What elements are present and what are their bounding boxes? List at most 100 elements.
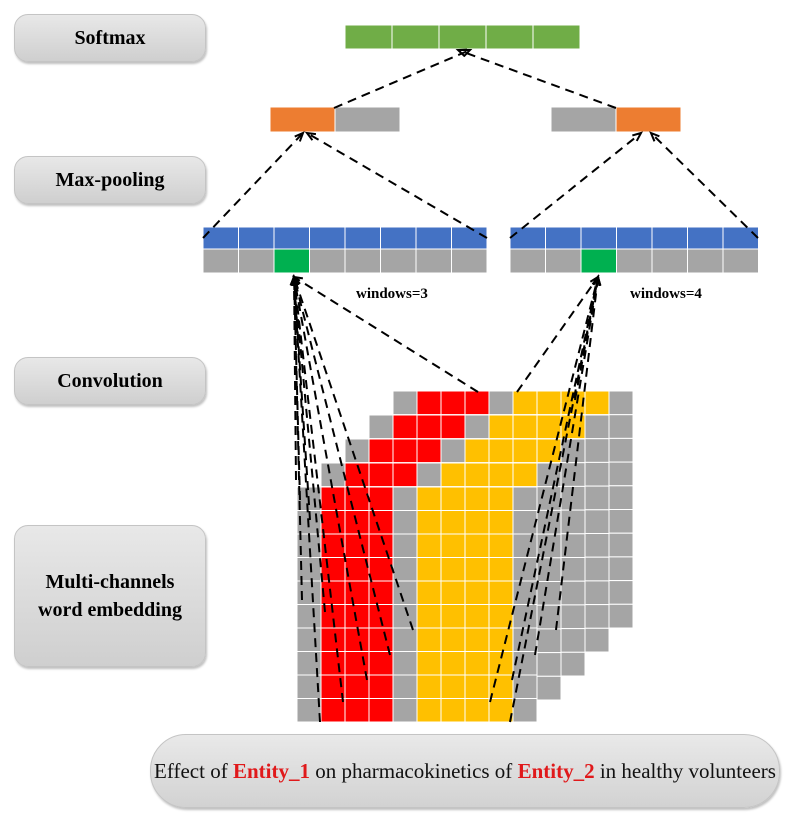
- embedding-cell: [512, 557, 538, 582]
- embedding-cell: [512, 533, 538, 558]
- embedding-cell: [584, 533, 610, 558]
- network-layers: [202, 24, 759, 274]
- embedding-cell: [584, 580, 610, 606]
- embedding-cell: [440, 604, 466, 629]
- embedding-cell: [464, 698, 490, 723]
- feature-map-3-bottom-cell: [344, 248, 381, 274]
- feature-map-4-bottom-cell: [687, 248, 724, 274]
- embedding-cell: [296, 698, 322, 723]
- arrow-connections: [202, 48, 759, 723]
- embedding-cell: [368, 486, 394, 511]
- arrow-map4-right-to-pool-head: [649, 131, 660, 142]
- softmax-cell: [344, 24, 393, 50]
- embedding-cell: [368, 698, 394, 723]
- embedding-cell: [560, 628, 586, 653]
- arrow-map4-left-to-pool: [509, 132, 642, 239]
- arrow-embedding-to-map3-head: [289, 274, 299, 286]
- arrow-embedding-to-map3: [293, 276, 344, 703]
- arrow-map3-left-to-pool-head: [294, 131, 305, 142]
- feature-map-3-top-cell: [380, 226, 417, 250]
- feature-map-3-bottom-cell: [202, 248, 239, 274]
- embedding-cell: [320, 698, 346, 723]
- feature-map-4-top-cell: [687, 226, 724, 250]
- feature-map-4-bottom-cell: [580, 248, 617, 274]
- embedding-cell: [512, 510, 538, 535]
- arrow-map3-right-to-pool-head: [304, 131, 317, 141]
- arrow-embedding-to-map3: [293, 276, 391, 656]
- embedding-cell: [368, 580, 394, 605]
- arrow-embedding-to-map4: [509, 276, 599, 723]
- embedding-cell: [464, 627, 490, 652]
- embedding-cell: [416, 462, 442, 488]
- embedding-cell: [608, 414, 634, 439]
- feature-map-3-bottom-cell: [238, 248, 275, 274]
- embedding-cell: [392, 580, 418, 605]
- embedding-cell: [608, 509, 634, 534]
- embedding-cell: [464, 462, 490, 488]
- entity-1: Entity_1: [232, 758, 310, 783]
- embedding-cell: [440, 651, 466, 676]
- embedding-cell: [296, 604, 322, 629]
- embedding-cell: [440, 533, 466, 558]
- embedding-cell: [464, 533, 490, 558]
- embedding-cell: [584, 438, 610, 463]
- softmax-cell: [532, 24, 581, 50]
- embedding-cell: [320, 486, 346, 511]
- arrow-embedding-to-map3: [293, 276, 326, 613]
- embedding-cell: [608, 532, 634, 558]
- embedding-cell: [416, 627, 442, 652]
- embedding-cell: [392, 486, 418, 511]
- embedding-cell: [392, 651, 418, 676]
- embedding-cell: [296, 580, 322, 605]
- feature-map-3-bottom-cell: [309, 248, 346, 274]
- feature-map-3-top-cell: [309, 226, 346, 250]
- window-label-3: windows=3: [356, 286, 428, 302]
- embedding-cell: [440, 674, 466, 699]
- embedding-cell: [584, 390, 610, 416]
- embedding-cell: [536, 581, 562, 606]
- embedding-cell: [440, 438, 466, 464]
- arrow-embedding-to-map3: [293, 276, 311, 521]
- embedding-cell: [344, 438, 370, 464]
- embedding-cell: [320, 580, 346, 605]
- embedding-cell: [488, 698, 514, 723]
- embedding-cell: [344, 698, 370, 723]
- embedding-cell: [488, 462, 514, 488]
- embedding-cell: [488, 486, 514, 511]
- embedding-cell: [392, 510, 418, 535]
- embedding-cell: [464, 390, 490, 416]
- embedding-cell: [416, 651, 442, 676]
- embedding-cell: [320, 651, 346, 676]
- embedding-cell: [416, 414, 442, 440]
- embedding-cell: [560, 509, 586, 535]
- feature-map-4-top-cell: [545, 226, 582, 250]
- feature-map-3-bottom-cell: [273, 248, 310, 274]
- embedding-matrix-stack: [296, 390, 634, 723]
- embedding-cell: [344, 580, 370, 605]
- arrow-map4-right-to-pool: [650, 132, 759, 239]
- embedding-cell: [512, 486, 538, 511]
- embedding-cell: [416, 486, 442, 511]
- embedding-cell: [608, 556, 634, 582]
- pooled-cell-left: [334, 106, 401, 133]
- embedding-cell: [440, 580, 466, 605]
- embedding-cell: [368, 557, 394, 582]
- input-sentence: Effect of Entity_1 on pharmacokinetics o…: [150, 734, 780, 808]
- embedding-cell: [464, 651, 490, 676]
- arrow-embedding-to-map3: [293, 276, 303, 601]
- feature-map-3-top-cell: [273, 226, 310, 250]
- embedding-cell: [392, 462, 418, 488]
- embedding-cell: [416, 698, 442, 723]
- embedding-cell: [488, 390, 514, 416]
- embedding-cell: [536, 652, 562, 677]
- embedding-cell: [344, 674, 370, 699]
- feature-map-4-bottom-cell: [616, 248, 653, 274]
- embedding-cell: [488, 510, 514, 535]
- embedding-cell: [464, 414, 490, 440]
- embedding-cell: [560, 651, 586, 677]
- max-pooling-label: Max-pooling: [14, 156, 206, 204]
- embedding-cell: [440, 557, 466, 582]
- feature-map-3-bottom-cell: [415, 248, 452, 274]
- softmax-cell: [391, 24, 440, 50]
